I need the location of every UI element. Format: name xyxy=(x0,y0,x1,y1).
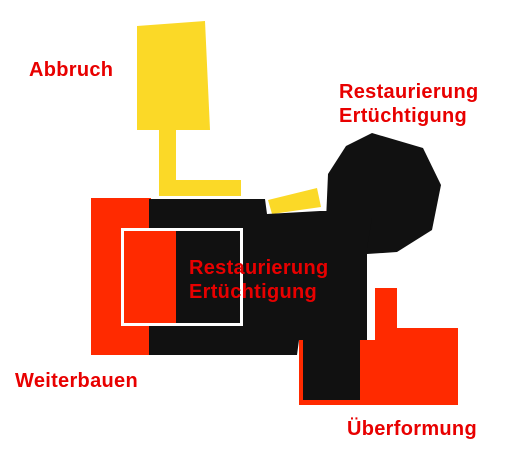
label-restoration-top-right: Restaurierung Ertüchtigung xyxy=(339,80,479,128)
yellow-demolition-block xyxy=(137,21,210,130)
red-inner-block xyxy=(123,230,176,324)
label-restoration-top-right-line2: Ertüchtigung xyxy=(339,105,468,127)
label-restoration-center-line1: Restaurierung xyxy=(189,257,329,279)
black-overforming-core xyxy=(303,330,360,400)
white-outline-frame xyxy=(121,228,243,326)
label-abbruch: Abbruch xyxy=(29,59,114,81)
label-restoration-top-right-line1: Restaurierung xyxy=(339,81,479,103)
label-weiterbauen: Weiterbauen xyxy=(15,370,138,392)
yellow-small-wedge xyxy=(268,188,321,214)
label-restoration-center: Restaurierung Ertüchtigung xyxy=(189,256,329,304)
yellow-demolition-connector xyxy=(159,130,241,196)
label-restoration-center-line2: Ertüchtigung xyxy=(189,281,318,303)
label-ueberformung: Überformung xyxy=(347,418,477,440)
black-main-building xyxy=(149,199,372,355)
